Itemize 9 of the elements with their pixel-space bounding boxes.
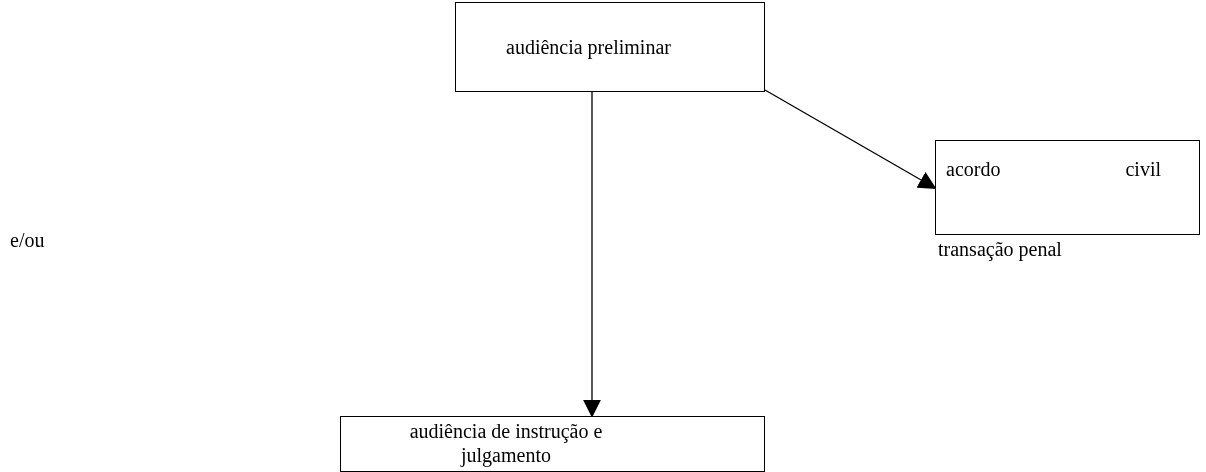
arrow	[583, 91, 601, 418]
arrow	[764, 89, 937, 189]
process-box	[340, 416, 765, 472]
node-text: audiência preliminar	[506, 35, 672, 59]
connector-label: e/ou	[10, 228, 45, 252]
process-box	[455, 2, 765, 92]
node-text: acordo civil	[946, 157, 1161, 181]
node-text: transação penal	[938, 237, 1063, 261]
node-text: audiência de instrução e julgamento	[408, 419, 604, 467]
